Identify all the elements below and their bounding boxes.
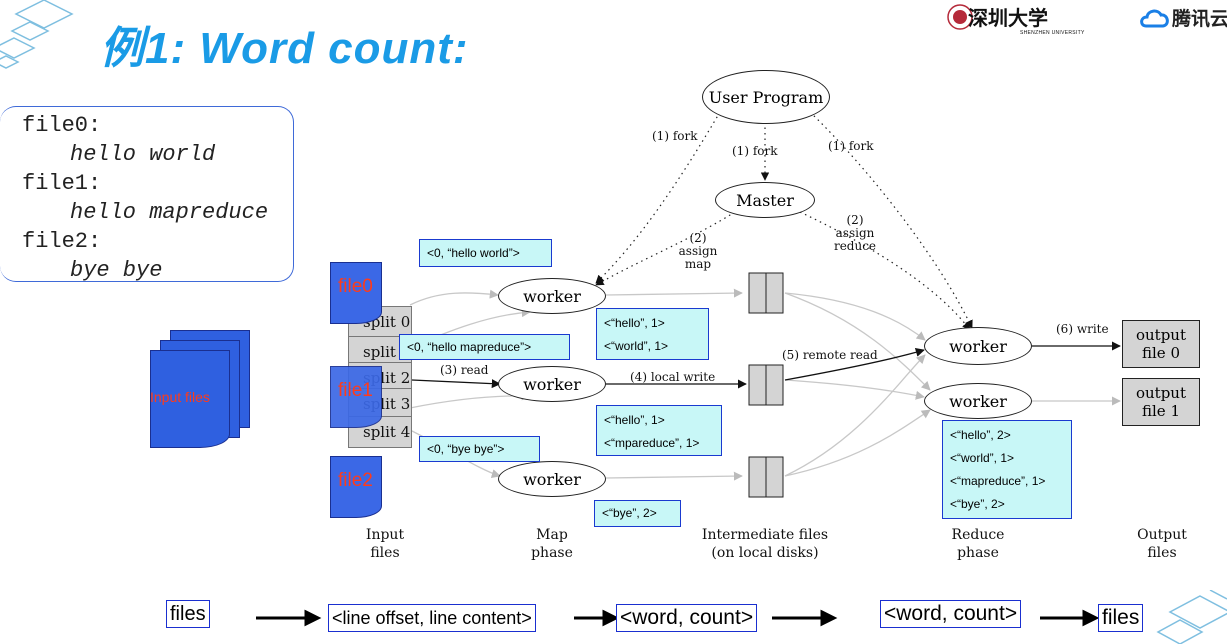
map-input-text: <0, “hello world”> <box>427 246 520 260</box>
cloud-icon <box>1140 9 1169 28</box>
fork-label-middle: (1) fork <box>732 144 778 158</box>
input-files-label: Input files <box>150 389 210 405</box>
file0-document-icon <box>330 262 382 324</box>
file2-content: bye bye <box>70 258 163 283</box>
user-program-node: User Program <box>702 70 830 124</box>
file1-document-icon <box>330 366 382 428</box>
map-output-box-3: <“bye”, 2> <box>594 500 681 527</box>
assign-map-label: (2) assign map <box>678 231 718 271</box>
map-input-text: <0, “hello mapreduce”> <box>407 340 532 354</box>
kv-pair: <“bye”, 2> <box>950 497 1005 511</box>
file1-name: file1: <box>22 171 102 196</box>
reduce-worker-1: worker <box>924 327 1032 365</box>
kv-pair: <“hello”, 1> <box>604 316 665 330</box>
fork-label-right: (1) fork <box>828 139 874 153</box>
caption-output-files: Output files <box>1137 527 1187 561</box>
write-label: (6) write <box>1056 322 1109 336</box>
file0-name: file0: <box>22 113 102 138</box>
kv-pair: <“mpareduce”, 1> <box>604 436 700 450</box>
reduce-worker-2: worker <box>924 383 1032 419</box>
corner-decoration-bottom-right <box>1156 590 1227 644</box>
kv-pair: <“hello”, 1> <box>604 413 665 427</box>
caption-input-files: Input files <box>365 527 405 561</box>
kv-pair: <“world”, 1> <box>950 451 1015 465</box>
read-label: (3) read <box>440 363 489 377</box>
kv-pair: <“bye”, 2> <box>602 506 657 520</box>
flow-word-count-map: <word, count> <box>616 604 758 632</box>
map-input-box-2: <0, “hello mapreduce”> <box>399 334 570 360</box>
file2-doc-label: file2 <box>338 470 373 491</box>
university-seal-icon <box>947 4 973 30</box>
map-input-box-1: <0, “hello world”> <box>419 239 552 267</box>
caption-intermediate-files: Intermediate files (on local disks) <box>701 527 829 561</box>
map-input-box-3: <0, “bye bye”> <box>419 436 540 462</box>
flow-files-output: files <box>1098 604 1144 632</box>
university-name: 深圳大学 <box>968 6 1048 30</box>
document-icon-front <box>150 350 230 448</box>
reduce-output-box: <“hello”, 2> <“world”, 1> <“mapreduce”, … <box>942 420 1072 519</box>
caption-reduce-phase: Reduce phase <box>951 527 1005 561</box>
page-title: 例1: Word count: <box>100 24 469 73</box>
assign-reduce-label: (2) assign reduce <box>833 213 877 253</box>
remote-read-label: (5) remote read <box>782 348 878 362</box>
split-4: split 4 <box>348 416 412 448</box>
partner-name: 腾讯云 <box>1172 9 1227 30</box>
kv-pair: <“world”, 1> <box>604 339 669 353</box>
corner-decoration-top-left <box>0 0 74 69</box>
file0-doc-label: file0 <box>338 276 373 297</box>
fork-label-left: (1) fork <box>652 129 698 143</box>
master-node: Master <box>715 182 815 218</box>
local-write-label: (4) local write <box>630 370 716 384</box>
caption-map-phase: Map phase <box>531 527 573 561</box>
kv-pair: <“hello”, 2> <box>950 428 1011 442</box>
map-output-box-1: <“hello”, 1> <“world”, 1> <box>596 308 709 360</box>
file2-document-icon <box>330 456 382 518</box>
file-contents-panel <box>0 106 294 282</box>
kv-pair: <“mapreduce”, 1> <box>950 474 1046 488</box>
map-output-box-2: <“hello”, 1> <“mpareduce”, 1> <box>596 405 722 456</box>
file1-content: hello mapreduce <box>70 200 269 225</box>
map-input-text: <0, “bye bye”> <box>427 442 505 456</box>
file1-doc-label: file1 <box>338 380 373 401</box>
map-worker-3: worker <box>498 461 606 497</box>
output-file-0: output file 0 <box>1122 320 1200 368</box>
file0-content: hello world <box>70 142 216 167</box>
intermediate-file-2 <box>748 364 784 406</box>
flow-line-offset: <line offset, line content> <box>328 604 536 632</box>
output-file-1: output file 1 <box>1122 378 1200 426</box>
intermediate-file-1 <box>748 272 784 314</box>
file2-name: file2: <box>22 229 102 254</box>
map-worker-1: worker <box>498 278 606 314</box>
flow-word-count-reduce: <word, count> <box>880 600 1022 628</box>
university-subname: SHENZHEN UNIVERSITY <box>1020 30 1085 36</box>
flow-files-input: files <box>166 600 210 628</box>
intermediate-file-3 <box>748 456 784 498</box>
map-worker-2: worker <box>498 366 606 402</box>
